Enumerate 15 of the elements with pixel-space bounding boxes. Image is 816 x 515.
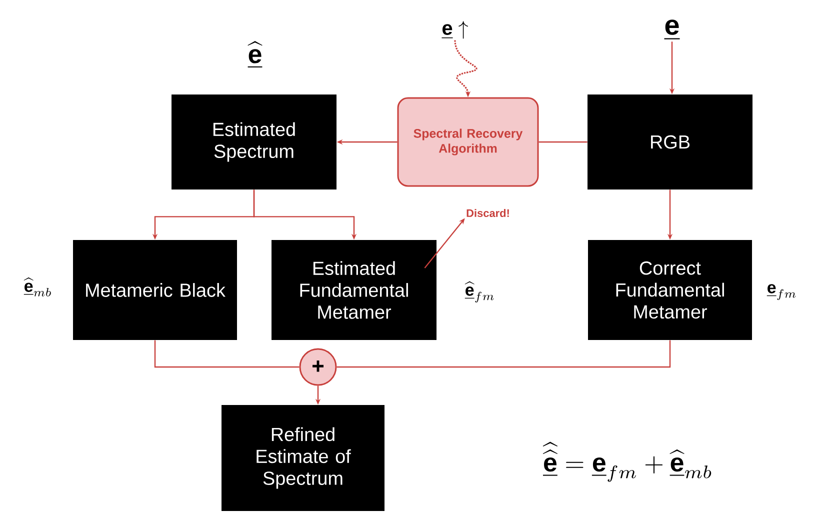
formula-label: $\underline{\mathbf{e}}$ [664, 20, 680, 39]
process-box: Refined Estimate of Spectrum [222, 405, 384, 511]
formula-label: $\underline{\mathbf{e}}\uparrow$ [442, 21, 468, 39]
formula-label: $\widehat{\underline{\mathbf{e}}}_{fm}$ [464, 281, 494, 302]
formula-label: $\widehat{\widehat{\underline{\mathbf{e}}}} = \underline{\mathbf{e}}_{fm} + \widehat{\underline{\mathbf{e}}}_{mb}$ [542, 442, 712, 482]
formula-label: $\underline{\mathbf{e}}_{fm}$ [766, 284, 796, 300]
process-box: Estimated Spectrum [172, 94, 336, 190]
process-box: Estimated Fundamental Metamer [272, 240, 436, 340]
formula-label: $\widehat{\underline{\mathbf{e}}}$ [248, 40, 262, 67]
process-box: Correct Fundamental Metamer [588, 240, 752, 340]
note-label: Discard! [466, 208, 509, 218]
process-box: Metameric Black [73, 240, 237, 340]
algorithm-box: Spectral Recovery Algorithm [397, 97, 539, 187]
formula-label: $\widehat{\underline{\mathbf{e}}}_{mb}$ [24, 277, 51, 296]
process-box: RGB [588, 94, 752, 190]
